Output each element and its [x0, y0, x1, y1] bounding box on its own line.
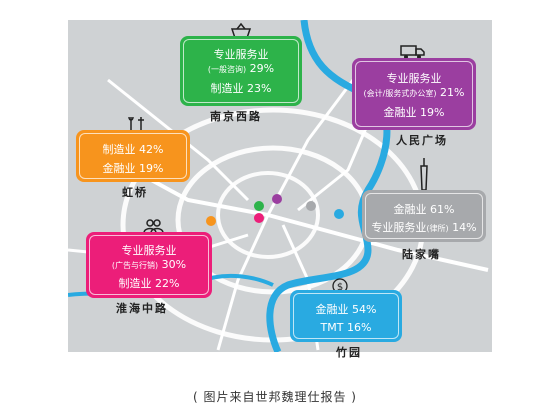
- card-renmin-inner: 专业服务业 (会计/服务式办公室) 21% 金融业 19%: [355, 61, 473, 127]
- map-dot-renmin: [272, 194, 282, 204]
- map-dot-hongqiao: [206, 216, 216, 226]
- people-icon: [142, 218, 164, 238]
- lujiazui-line-1: 金融业 61%: [366, 203, 482, 216]
- hongqiao-line-2-pct: 19%: [139, 162, 164, 175]
- card-nanjing: 专业服务业 (一般咨询) 29% 制造业 23%: [180, 36, 302, 106]
- nanjing-line-2-label: (一般咨询): [207, 65, 247, 74]
- map-dot-lujiazui: [306, 201, 316, 211]
- label-nanjing: 南京西路: [210, 110, 262, 123]
- lujiazui-line-1-label: 金融业: [393, 203, 427, 216]
- card-huaihai: 专业服务业 (广告与行销) 30% 制造业 22%: [86, 232, 212, 298]
- card-hongqiao-inner: 制造业 42% 金融业 19%: [79, 133, 187, 179]
- lujiazui-line-2: 专业服务业(律所) 14%: [366, 221, 482, 235]
- hongqiao-line-1-label: 制造业: [102, 143, 136, 156]
- svg-text:$: $: [337, 282, 343, 293]
- renmin-line-3-pct: 19%: [420, 106, 445, 119]
- map-dot-zhuyuan: [334, 209, 344, 219]
- huaihai-line-2-label: (广告与行销): [111, 261, 159, 270]
- renmin-line-2-label: (会计/服务式办公室): [363, 89, 437, 98]
- zhuyuan-line-2-pct: 16%: [346, 321, 372, 334]
- card-nanjing-inner: 专业服务业 (一般咨询) 29% 制造业 23%: [183, 39, 299, 103]
- nanjing-line-3: 制造业 23%: [184, 82, 298, 95]
- huaihai-line-1: 专业服务业: [121, 244, 177, 257]
- tower-icon: [418, 158, 430, 194]
- nanjing-line-3-label: 制造业: [210, 82, 244, 95]
- hongqiao-line-1: 制造业 42%: [80, 143, 186, 156]
- zhuyuan-line-1-label: 金融业: [315, 303, 349, 316]
- nanjing-line-2-pct: 29%: [249, 62, 275, 75]
- lujiazui-line-2-label: 专业服务业: [371, 221, 427, 234]
- lujiazui-line-1-pct: 61%: [430, 203, 455, 216]
- card-renmin: 专业服务业 (会计/服务式办公室) 21% 金融业 19%: [352, 58, 476, 130]
- huaihai-line-3: 制造业 22%: [90, 277, 208, 290]
- renmin-line-2-pct: 21%: [439, 86, 465, 99]
- card-lujiazui: 金融业 61% 专业服务业(律所) 14%: [362, 190, 486, 242]
- map-dot-nanjing: [254, 201, 264, 211]
- renmin-line-1: 专业服务业: [386, 72, 442, 85]
- card-hongqiao: 制造业 42% 金融业 19%: [76, 130, 190, 182]
- lujiazui-line-2-pct: 14%: [452, 221, 477, 234]
- huaihai-line-2-pct: 30%: [161, 258, 187, 271]
- huaihai-line-3-label: 制造业: [118, 277, 152, 290]
- renmin-line-3: 金融业 19%: [356, 106, 472, 119]
- label-huaihai: 淮海中路: [116, 302, 168, 315]
- zhuyuan-line-1: 金融业 54%: [294, 303, 398, 316]
- zhuyuan-line-1-pct: 54%: [352, 303, 377, 316]
- zhuyuan-line-2: TMT 16%: [294, 321, 398, 334]
- image-caption: ( 图片来自世邦魏理仕报告 ): [193, 390, 357, 404]
- card-zhuyuan: 金融业 54% TMT 16%: [290, 290, 402, 342]
- card-zhuyuan-inner: 金融业 54% TMT 16%: [293, 293, 399, 339]
- nanjing-line-2: (一般咨询) 29%: [184, 62, 298, 76]
- zhuyuan-line-2-label: TMT: [320, 321, 344, 334]
- label-zhuyuan: 竹园: [336, 346, 362, 359]
- label-hongqiao: 虹桥: [122, 186, 148, 199]
- card-huaihai-inner: 专业服务业 (广告与行销) 30% 制造业 22%: [89, 235, 209, 295]
- nanjing-line-3-pct: 23%: [247, 82, 272, 95]
- label-renmin: 人民广场: [396, 134, 448, 147]
- label-lujiazui: 陆家嘴: [402, 248, 441, 261]
- renmin-line-2: (会计/服务式办公室) 21%: [356, 86, 472, 100]
- renmin-line-3-label: 金融业: [383, 106, 417, 119]
- card-lujiazui-inner: 金融业 61% 专业服务业(律所) 14%: [365, 193, 483, 239]
- lujiazui-line-2-sub: (律所): [426, 224, 449, 233]
- nanjing-line-1: 专业服务业: [213, 48, 269, 61]
- map-dot-huaihai: [254, 213, 264, 223]
- huaihai-line-3-pct: 22%: [155, 277, 180, 290]
- hongqiao-line-1-pct: 42%: [139, 143, 164, 156]
- hongqiao-line-2-label: 金融业: [102, 162, 136, 175]
- huaihai-line-2: (广告与行销) 30%: [90, 258, 208, 272]
- hongqiao-line-2: 金融业 19%: [80, 162, 186, 175]
